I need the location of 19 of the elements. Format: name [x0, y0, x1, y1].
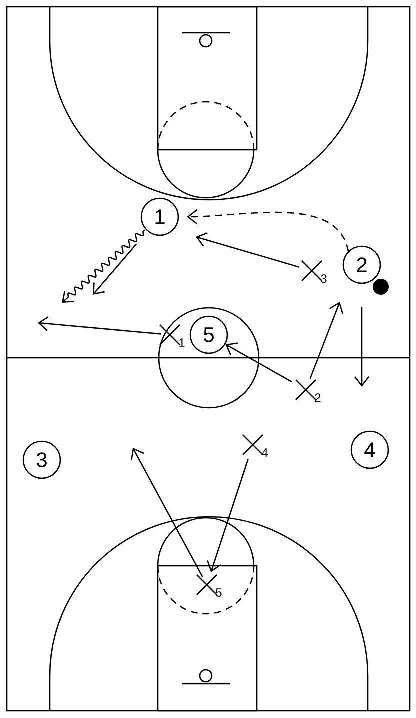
- movement-arrow: [310, 302, 344, 380]
- movement-arrow: [196, 232, 300, 268]
- movement-arrow: [354, 307, 370, 387]
- defender-cross: [160, 324, 180, 346]
- dribble-arrow: [62, 230, 146, 303]
- movement-arrow: [93, 244, 138, 295]
- defender-number: 1: [180, 338, 185, 347]
- pass-arrow: [187, 210, 350, 252]
- defender-cross: [242, 434, 264, 456]
- defender-cross: [296, 380, 316, 400]
- movement-arrow: [38, 316, 162, 335]
- defender-number: 3: [321, 274, 327, 284]
- defender-cross: [196, 574, 218, 596]
- movement-arrow: [130, 448, 204, 578]
- defender-cross: [302, 260, 322, 282]
- movement-arrow: [207, 459, 249, 572]
- defender-number: 5: [216, 588, 222, 598]
- defender-number: 2: [315, 394, 321, 402]
- movement-arrow: [226, 342, 292, 383]
